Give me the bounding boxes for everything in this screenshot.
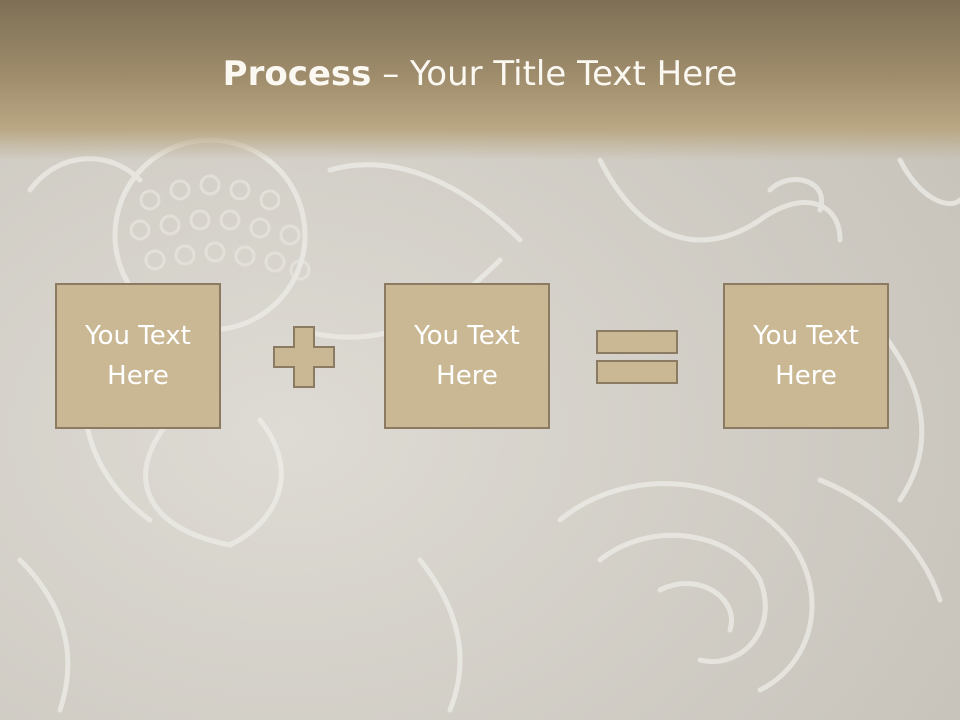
process-step-label: You Text Here xyxy=(414,321,520,391)
process-step-2: You Text Here xyxy=(384,283,550,429)
header-band xyxy=(0,0,960,160)
equals-icon xyxy=(596,330,678,384)
process-step-3: You Text Here xyxy=(723,283,889,429)
title-rest: Your Title Text Here xyxy=(410,54,738,94)
plus-icon xyxy=(273,326,335,388)
process-step-label: You Text Here xyxy=(753,321,859,391)
process-step-label: You Text Here xyxy=(85,321,191,391)
title-bold: Process xyxy=(222,54,372,94)
process-step-1: You Text Here xyxy=(55,283,221,429)
slide-title: Process – Your Title Text Here xyxy=(0,52,960,96)
title-dash: – xyxy=(382,54,400,94)
